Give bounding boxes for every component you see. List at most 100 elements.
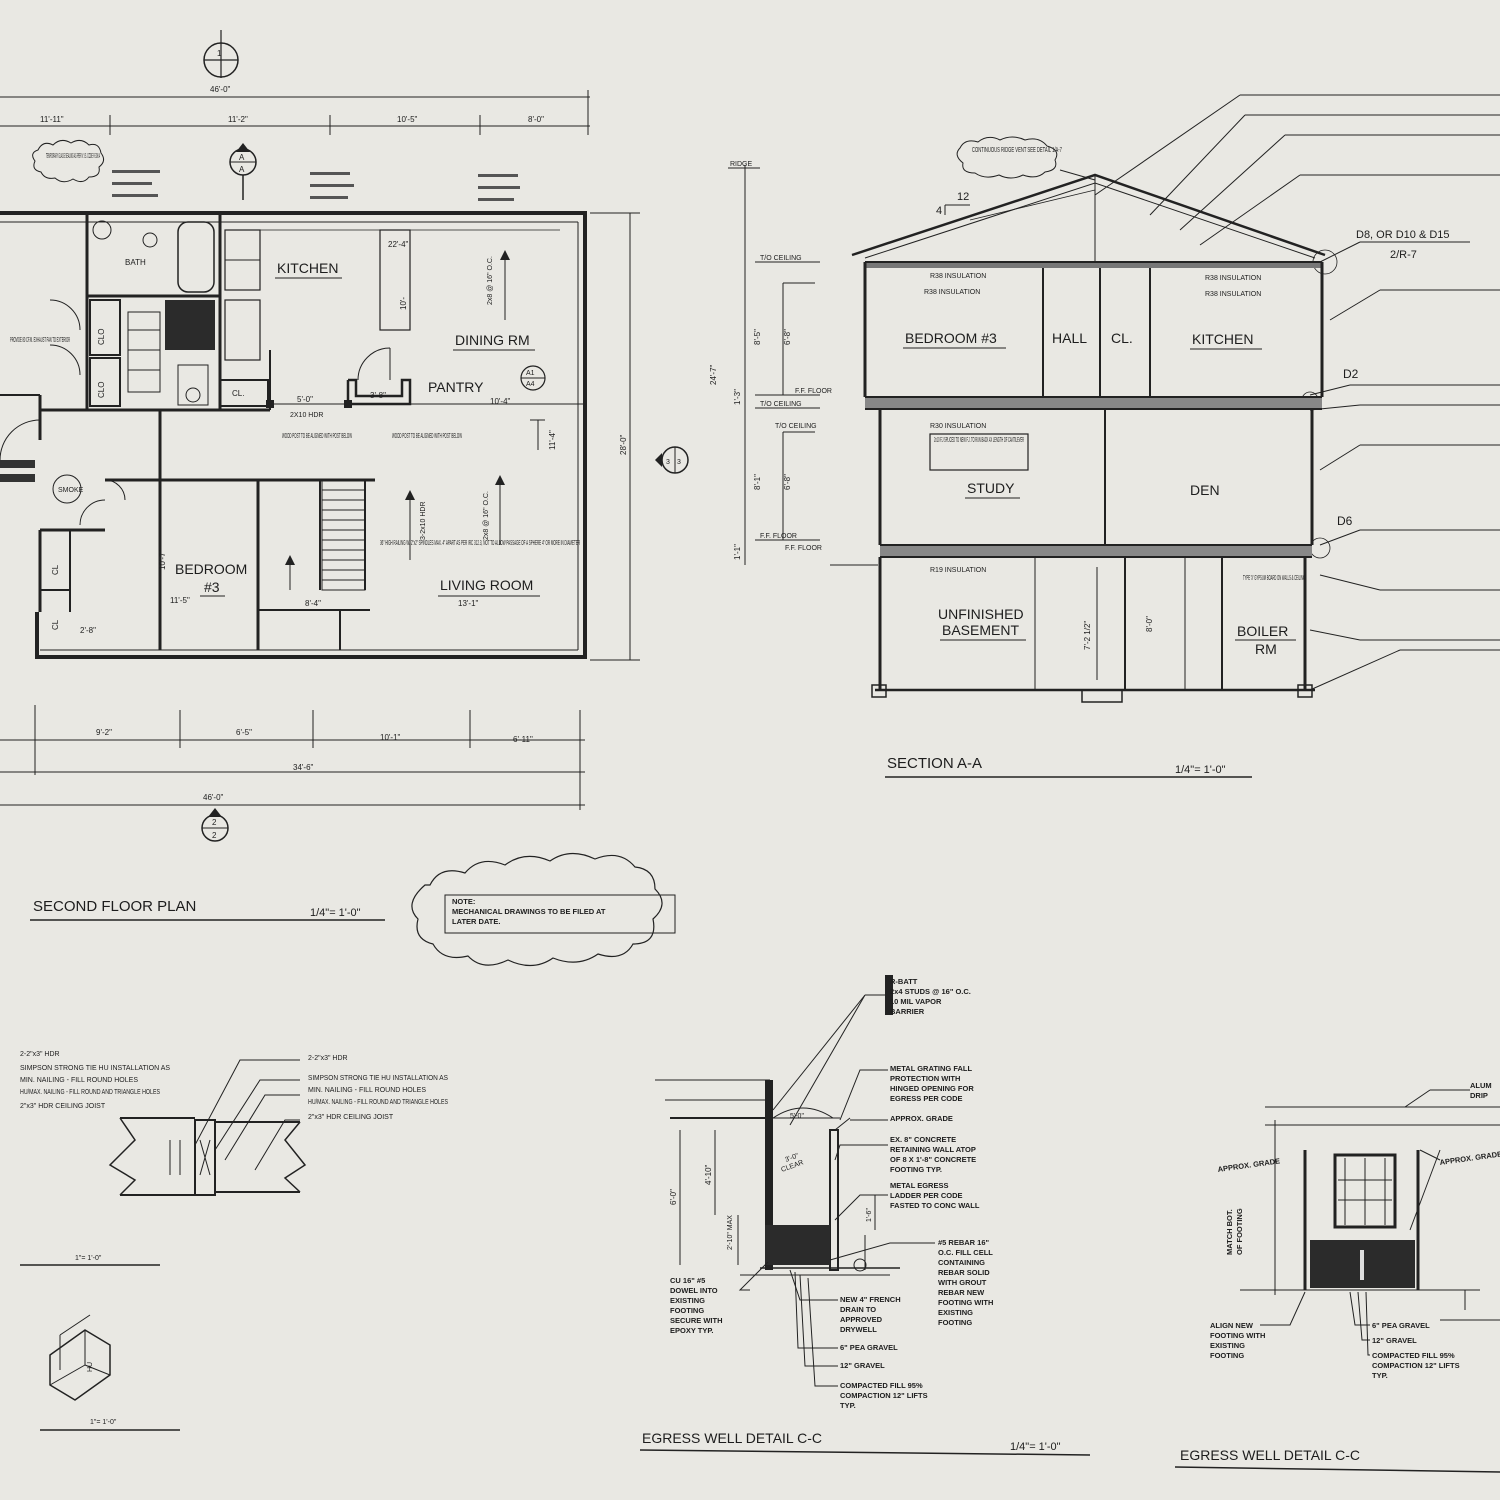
egress-center-scale: 1/4"= 1'-0" <box>1010 1441 1061 1453</box>
ins-note-6: R19 INSULATION <box>930 567 986 574</box>
dim-living-w: 13'-1" <box>458 599 479 608</box>
dim-bottom-overall: 46'-0" <box>203 793 224 802</box>
section-marker-2: 2 2 <box>201 808 229 842</box>
dim-cl: 2'-8" <box>80 626 96 635</box>
header-notes-top <box>112 170 520 201</box>
section-marker-3-top: 3 <box>666 459 670 466</box>
eg2-alum-2: DRIP <box>1470 1091 1488 1100</box>
dim-dining-len: 10'-4" <box>490 397 511 406</box>
eg-rebar-1: #5 REBAR 16" <box>938 1238 990 1247</box>
eg-conc-1: EX. 8" CONCRETE <box>890 1135 956 1144</box>
note-post-1: WOOD POST TO BE ALIGNED WITH POST BELOW <box>282 433 352 440</box>
eg-vapor: 10 MIL VAPOR <box>890 997 942 1006</box>
top-dimensions: 46'-0" 11'-11" 11'-2" 10'-5" 8'-0" <box>0 85 590 135</box>
pitch-rise: 4 <box>936 205 942 217</box>
mech-note-text-1: MECHANICAL DRAWINGS TO BE FILED AT <box>452 907 606 916</box>
label-clo-1: CLO <box>97 329 106 345</box>
section-title-block: SECTION A-A 1/4"= 1'-0" <box>885 755 1252 778</box>
lvl-ridge: RIDGE <box>730 161 753 168</box>
dim-basement2: 8'-0" <box>1145 616 1154 632</box>
eg2-gravel: 12" GRAVEL <box>1372 1336 1417 1345</box>
label-cl-left-2: CL <box>51 619 60 630</box>
section-a-a: CONTINUOUS RIDGE VENT SEE DETAIL 1/A-7 1… <box>709 94 1500 778</box>
callout-d8: D8, OR D10 & D15 <box>1356 229 1450 241</box>
eg2-match-2: OF FOOTING <box>1235 1208 1244 1255</box>
marker-a1-a4: A1 A4 <box>520 365 546 391</box>
eg2-alum-1: ALUM <box>1470 1081 1492 1090</box>
mechanical-note-cloud: NOTE: MECHANICAL DRAWINGS TO BE FILED AT… <box>411 852 676 967</box>
hanger-label: HU <box>87 1362 94 1372</box>
eg-conc-2: RETAINING WALL ATOP <box>890 1145 976 1154</box>
eg2-match-1: MATCH BOT. <box>1225 1209 1234 1255</box>
dim-bottom-seg1: 9'-2" <box>96 728 112 737</box>
eg-rebar-2: O.C. FILL CELL <box>938 1248 993 1257</box>
note-hdr: 2X10 HDR <box>290 412 323 419</box>
dim-top-seg4: 8'-0" <box>528 115 544 124</box>
marker-a4: A4 <box>526 381 535 388</box>
beam-note-9: HU/MAX. NAILING - FILL ROUND AND TRIANGL… <box>308 1099 448 1106</box>
section-insulation-notes: R38 INSULATION R38 INSULATION R38 INSULA… <box>924 273 1305 582</box>
section-scale: 1/4"= 1'-0" <box>1175 764 1226 776</box>
ins-note-4: R38 INSULATION <box>1205 291 1261 298</box>
dim-dining-h: 11'-4" <box>548 430 557 450</box>
eg-batt: R-BATT <box>890 977 918 986</box>
section-walls <box>863 261 1324 703</box>
bottom-dimensions: 9'-2" 6'-5" 10'-1" 6'-11" 34'-6" 46'-0" <box>0 705 585 810</box>
section-marker-a-top: A <box>239 153 245 162</box>
label-bedroom-num: #3 <box>204 579 220 595</box>
dim-hall: 5'-0" <box>297 395 313 404</box>
beam-note-10: 2"x3" HDR CEILING JOIST <box>308 1114 394 1121</box>
section-marker-3: 3 3 <box>655 446 689 474</box>
note-post-2: WOOD POST TO BE ALIGNED WITH POST BELOW <box>392 433 462 440</box>
lvl-3: T/O CEILING <box>760 401 802 408</box>
section-marker-2-bottom: 2 <box>212 831 217 840</box>
dim-top-seg3: 10'-5" <box>397 115 418 124</box>
plan-interior-walls: SMOKE <box>0 213 585 650</box>
section-callouts: D8, OR D10 & D15 2/R-7 D2 D6 <box>1337 229 1450 528</box>
plan-exterior-walls <box>0 211 587 659</box>
plan-notes: PROVIDE 80 CF.M. EXHAUST FAN TO EXTERIOR… <box>10 256 580 547</box>
cantilever-note: 2x10 F.J SPLICED TO NEW F.J. TO RUN BACK… <box>934 437 1024 444</box>
dim-top-seg2: 11'-2" <box>228 115 248 124</box>
dim-bed-w: 11'-5" <box>170 596 190 605</box>
hanger-iso-detail: HU 1"= 1'-0" <box>40 1314 180 1431</box>
beam-note-7: SIMPSON STRONG TIE HU INSTALLATION AS <box>308 1075 448 1082</box>
eg-dowel-3: EXISTING <box>670 1296 705 1305</box>
eg-fill-3: TYP. <box>840 1401 856 1410</box>
sec-cl: CL. <box>1111 330 1133 346</box>
stair <box>285 479 366 591</box>
dim-kitchen-width: 22'-4" <box>388 240 409 249</box>
eg-rebar-5: WITH GROUT <box>938 1278 987 1287</box>
section-dimensions: RIDGE 24'-7" T/O CEILING 8'-5" 6'-8" F.F… <box>709 161 1154 680</box>
note-joist-2: 2x8 @ 16" O.C. <box>483 491 490 540</box>
ins-note-1: R38 INSULATION <box>930 273 986 280</box>
eg-dowel-2: DOWEL INTO <box>670 1286 718 1295</box>
label-kitchen: KITCHEN <box>277 260 338 276</box>
eg2-align-2: FOOTING WITH <box>1210 1331 1265 1340</box>
note-hdr-3: 3-2x10 HDR <box>420 501 427 540</box>
plan-scale: 1/4"= 1'-0" <box>310 907 361 919</box>
pitch-run: 12 <box>957 191 969 203</box>
beam-scale: 1"= 1'-0" <box>75 1255 102 1262</box>
dim-floor1: 1'-3" <box>733 389 742 405</box>
egress-detail-center: R-BATT 2x4 STUDS @ 16" O.C. 10 MIL VAPOR… <box>639 975 1091 1456</box>
eg2-align-3: EXISTING <box>1210 1341 1245 1350</box>
right-dimension: 28'-0" <box>590 212 640 661</box>
dim-pantry: 3'-8" <box>370 391 386 400</box>
eg-dowel-4: FOOTING <box>670 1306 704 1315</box>
dim-bottom-seg4: 6'-11" <box>513 735 533 744</box>
dim-top-overall: 46'-0" <box>210 85 231 94</box>
eg-pea: 6" PEA GRAVEL <box>840 1343 898 1352</box>
section-room-labels: BEDROOM #3 HALL CL. KITCHEN STUDY DEN UN… <box>903 330 1296 657</box>
eg-dim-4: 2'-10" MAX <box>727 1215 734 1250</box>
note-joist-1: 2x8 @ 16" O.C. <box>487 256 494 305</box>
eg-dim-2: 6'-0" <box>669 1189 678 1205</box>
sec-hall: HALL <box>1052 330 1087 346</box>
ridge-cloud: CONTINUOUS RIDGE VENT SEE DETAIL 1/A-7 <box>956 136 1062 179</box>
sec-boiler-2: RM <box>1255 641 1277 657</box>
eg-fill-1: COMPACTED FILL 95% <box>840 1381 923 1390</box>
eg-fill-2: COMPACTION 12" LIFTS <box>840 1391 928 1400</box>
eg2-pea: 6" PEA GRAVEL <box>1372 1321 1430 1330</box>
section-marker-a: A A <box>229 143 257 200</box>
